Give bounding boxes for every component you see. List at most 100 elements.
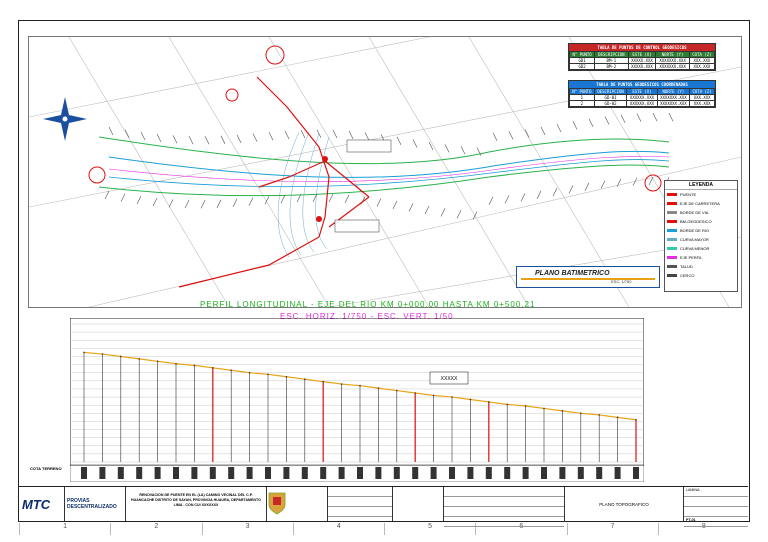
- slope-hatch-mark: [120, 193, 126, 202]
- lamina-row: [684, 497, 748, 507]
- municipal-shield-cell: [267, 487, 328, 521]
- slope-hatch-mark: [156, 133, 162, 143]
- profile-point: [193, 364, 196, 367]
- profile-point: [451, 396, 453, 398]
- frame-column-label: 4: [292, 523, 384, 535]
- sheet-number-cell: LAMINA: PT-01: [684, 487, 748, 527]
- legend-title: LEYENDA: [665, 181, 737, 190]
- table-cell: 2: [569, 100, 595, 107]
- slope-hatch-mark: [556, 124, 562, 133]
- station-band-ticks: [81, 467, 639, 479]
- slope-hatch-mark: [524, 129, 530, 138]
- profile-point: [580, 412, 582, 415]
- legend-item: EJE PERFIL: [665, 253, 737, 262]
- profile-point: [267, 373, 269, 376]
- profile-point: [120, 355, 122, 358]
- profile-point: [156, 360, 159, 363]
- mtc-logo-cell: MTC: [18, 487, 65, 521]
- rev-row: [444, 517, 564, 527]
- provias-cell: PROVIAS DESCENTRALIZADO: [65, 487, 126, 521]
- station-band-mark: [338, 467, 345, 479]
- table-header-cell: COTA (Z): [688, 51, 716, 58]
- profile-point: [304, 378, 306, 380]
- profile-point: [285, 375, 288, 378]
- legend-item: TALUD: [665, 262, 737, 271]
- slope-hatch-mark: [220, 135, 226, 144]
- legend-label: CURVA MENOR: [680, 246, 710, 251]
- slope-hatch-mark: [172, 135, 178, 144]
- legend-swatch: [667, 229, 677, 232]
- sheet-title: PLANO TOPOGRAFICO: [599, 501, 649, 507]
- slope-hatch-mark: [632, 177, 638, 186]
- slope-hatch-mark: [300, 130, 306, 139]
- legend-swatch: [667, 247, 677, 250]
- profile-station-lines: [83, 352, 637, 462]
- station-band-mark: [522, 467, 529, 479]
- rev-row: [444, 507, 564, 517]
- table-cell: XXXXXXX.XXX: [656, 100, 691, 107]
- signature-cell-2: [393, 487, 444, 521]
- slope-hatch-mark: [348, 130, 354, 139]
- legend-item: EJE DE CARRETERA: [665, 199, 737, 208]
- profile-point: [396, 389, 398, 392]
- slope-hatch-mark: [140, 131, 146, 141]
- profile-point: [432, 394, 435, 397]
- bm-points: [316, 156, 328, 222]
- road-axis: [178, 76, 370, 288]
- profile-title: PERFIL LONGITUDINAL - EJE DEL RIO KM 0+0…: [200, 300, 536, 309]
- slope-hatch: [104, 113, 674, 220]
- slope-hatch-mark: [472, 211, 478, 220]
- profile-point: [322, 380, 324, 383]
- table-cell: XXXXX.XXX: [627, 63, 657, 70]
- frame-column-label: 5: [384, 523, 475, 535]
- frame-column-label: 3: [201, 523, 293, 535]
- slope-hatch-mark: [460, 146, 466, 155]
- slope-hatch-mark: [412, 139, 418, 148]
- profile-point: [488, 401, 490, 403]
- control-points-table: TABLA DE PUNTOS DE CONTROL GEODESICOS N°…: [568, 43, 716, 71]
- slope-hatch-mark: [168, 199, 174, 208]
- profile-point: [212, 367, 214, 369]
- slope-hatch-mark: [504, 195, 510, 204]
- slope-hatch-mark: [184, 200, 190, 209]
- slope-hatch-mark: [392, 200, 398, 209]
- slope-hatch-mark: [152, 197, 158, 207]
- slope-hatch-mark: [616, 178, 622, 187]
- slope-hatch-mark: [124, 129, 130, 138]
- table-header-cell: N° PUNTO: [568, 51, 596, 58]
- reference-points-table: TABLA DE PUNTOS GEODESICOS COORDENADAS N…: [568, 80, 716, 108]
- slope-hatch-mark: [284, 130, 290, 140]
- legend-label: EJE DE CARRETERA: [680, 201, 720, 206]
- profile-grid: [70, 323, 644, 463]
- cota-terreno-label: COTA TERRENO: [30, 466, 62, 471]
- slope-hatch-mark: [604, 116, 610, 125]
- station-band-mark: [81, 467, 87, 479]
- plan-title: PLANO BATIMETRICO: [535, 270, 610, 277]
- legend-item: CERCO: [665, 271, 737, 280]
- slope-hatch-mark: [316, 129, 322, 138]
- frame-column-label: 1: [19, 523, 110, 535]
- station-band-mark: [541, 467, 547, 479]
- profile-point: [340, 383, 343, 385]
- slope-hatch-mark: [328, 193, 334, 203]
- slope-hatch-mark: [476, 147, 482, 156]
- legend-label: BORDE DE VIA: [680, 210, 709, 215]
- station-band-mark: [412, 467, 419, 479]
- profile-point: [138, 358, 140, 360]
- profile-point: [359, 384, 361, 387]
- station-markers: [88, 45, 662, 192]
- slope-hatch-mark: [204, 136, 210, 145]
- station-band: [70, 464, 644, 482]
- slope-hatch-mark: [444, 144, 450, 153]
- station-band-mark: [467, 467, 474, 479]
- legend-swatch: [667, 238, 677, 241]
- profile-point: [175, 362, 177, 365]
- sheet-number: PT-01: [684, 517, 748, 527]
- station-band-mark: [136, 467, 143, 479]
- station-band-mark: [117, 467, 124, 479]
- station-band-mark: [173, 467, 179, 479]
- sig-row: [328, 487, 392, 497]
- legend-item: PUENTE: [665, 190, 737, 199]
- project-description-cell: RENOVACION DE PUENTE EN EL (LA) CAMINO V…: [126, 487, 267, 521]
- frame-column-label: 7: [566, 523, 658, 535]
